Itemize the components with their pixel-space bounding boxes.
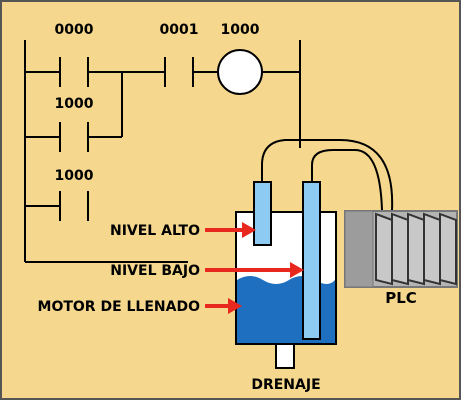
low-level-sensor	[302, 181, 321, 340]
sensor-cables	[261, 139, 394, 211]
plc-io-module	[439, 212, 457, 286]
high-level-sensor-cable	[261, 139, 394, 211]
contact-label: 1000	[55, 96, 94, 112]
plc-io-module	[423, 212, 441, 286]
high-level-label: NIVEL ALTO	[110, 223, 200, 239]
motor-arrow-head	[228, 298, 242, 314]
high-level-sensor	[253, 181, 272, 246]
high-level-arrow-head	[242, 222, 256, 238]
drain-label: DRENAJE	[251, 377, 320, 393]
ladder-diagram	[24, 40, 301, 263]
low-level-arrow-shaft	[205, 268, 290, 272]
plc-io-module	[391, 212, 409, 286]
low-level-label: NIVEL BAJO	[110, 263, 200, 279]
high-level-arrow-shaft	[205, 228, 242, 232]
coil-label: 1000	[221, 22, 260, 38]
arrows	[205, 222, 304, 314]
plc-unit	[344, 210, 458, 288]
contact-label: 1000	[55, 168, 94, 184]
motor-arrow-shaft	[205, 304, 228, 308]
drain-pipe	[275, 343, 295, 369]
low-level-arrow-head	[290, 262, 304, 278]
contact-label: 0001	[160, 22, 199, 38]
plc-io-module	[407, 212, 425, 286]
fill-motor-label: MOTOR DE LLENADO	[38, 299, 201, 315]
output-coil-1000	[217, 49, 263, 95]
plc-io-module	[375, 212, 393, 286]
contact-label: 0000	[55, 22, 94, 38]
low-level-sensor-cable	[311, 149, 383, 211]
plc-power-supply	[344, 210, 374, 288]
plc-label: PLC	[385, 289, 417, 307]
